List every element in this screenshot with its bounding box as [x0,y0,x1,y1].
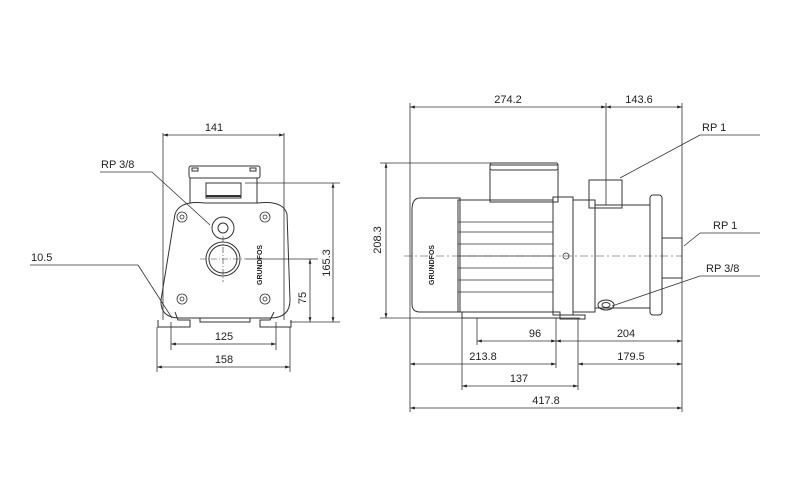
dim-179-5: 179.5 [617,351,645,363]
dim-204: 204 [617,328,635,340]
label-rp-1-suction: RP 1 [713,220,737,232]
dim-143-6: 143.6 [625,94,653,106]
front-view [30,133,340,372]
dim-158: 158 [215,354,233,366]
label-rp-3-8-front: RP 3/8 [101,159,134,171]
dim-208-3: 208.3 [372,226,384,254]
brand-mark-front: GRUNDFOS [257,245,264,285]
dim-165-3: 165.3 [321,249,333,277]
dim-10-5: 10.5 [31,252,52,264]
label-rp-3-8-drain: RP 3/8 [706,263,739,275]
dim-125: 125 [215,331,233,343]
dim-213-8: 213.8 [469,351,497,363]
side-view [380,103,760,412]
brand-mark-side: GRUNDFOS [429,245,436,285]
dim-417-8: 417.8 [532,395,560,407]
dim-137: 137 [510,373,528,385]
dim-96: 96 [529,328,541,340]
dim-141: 141 [205,122,223,134]
dim-75: 75 [297,292,309,304]
dim-274-2: 274.2 [494,94,522,106]
label-rp-1-discharge: RP 1 [702,122,726,134]
